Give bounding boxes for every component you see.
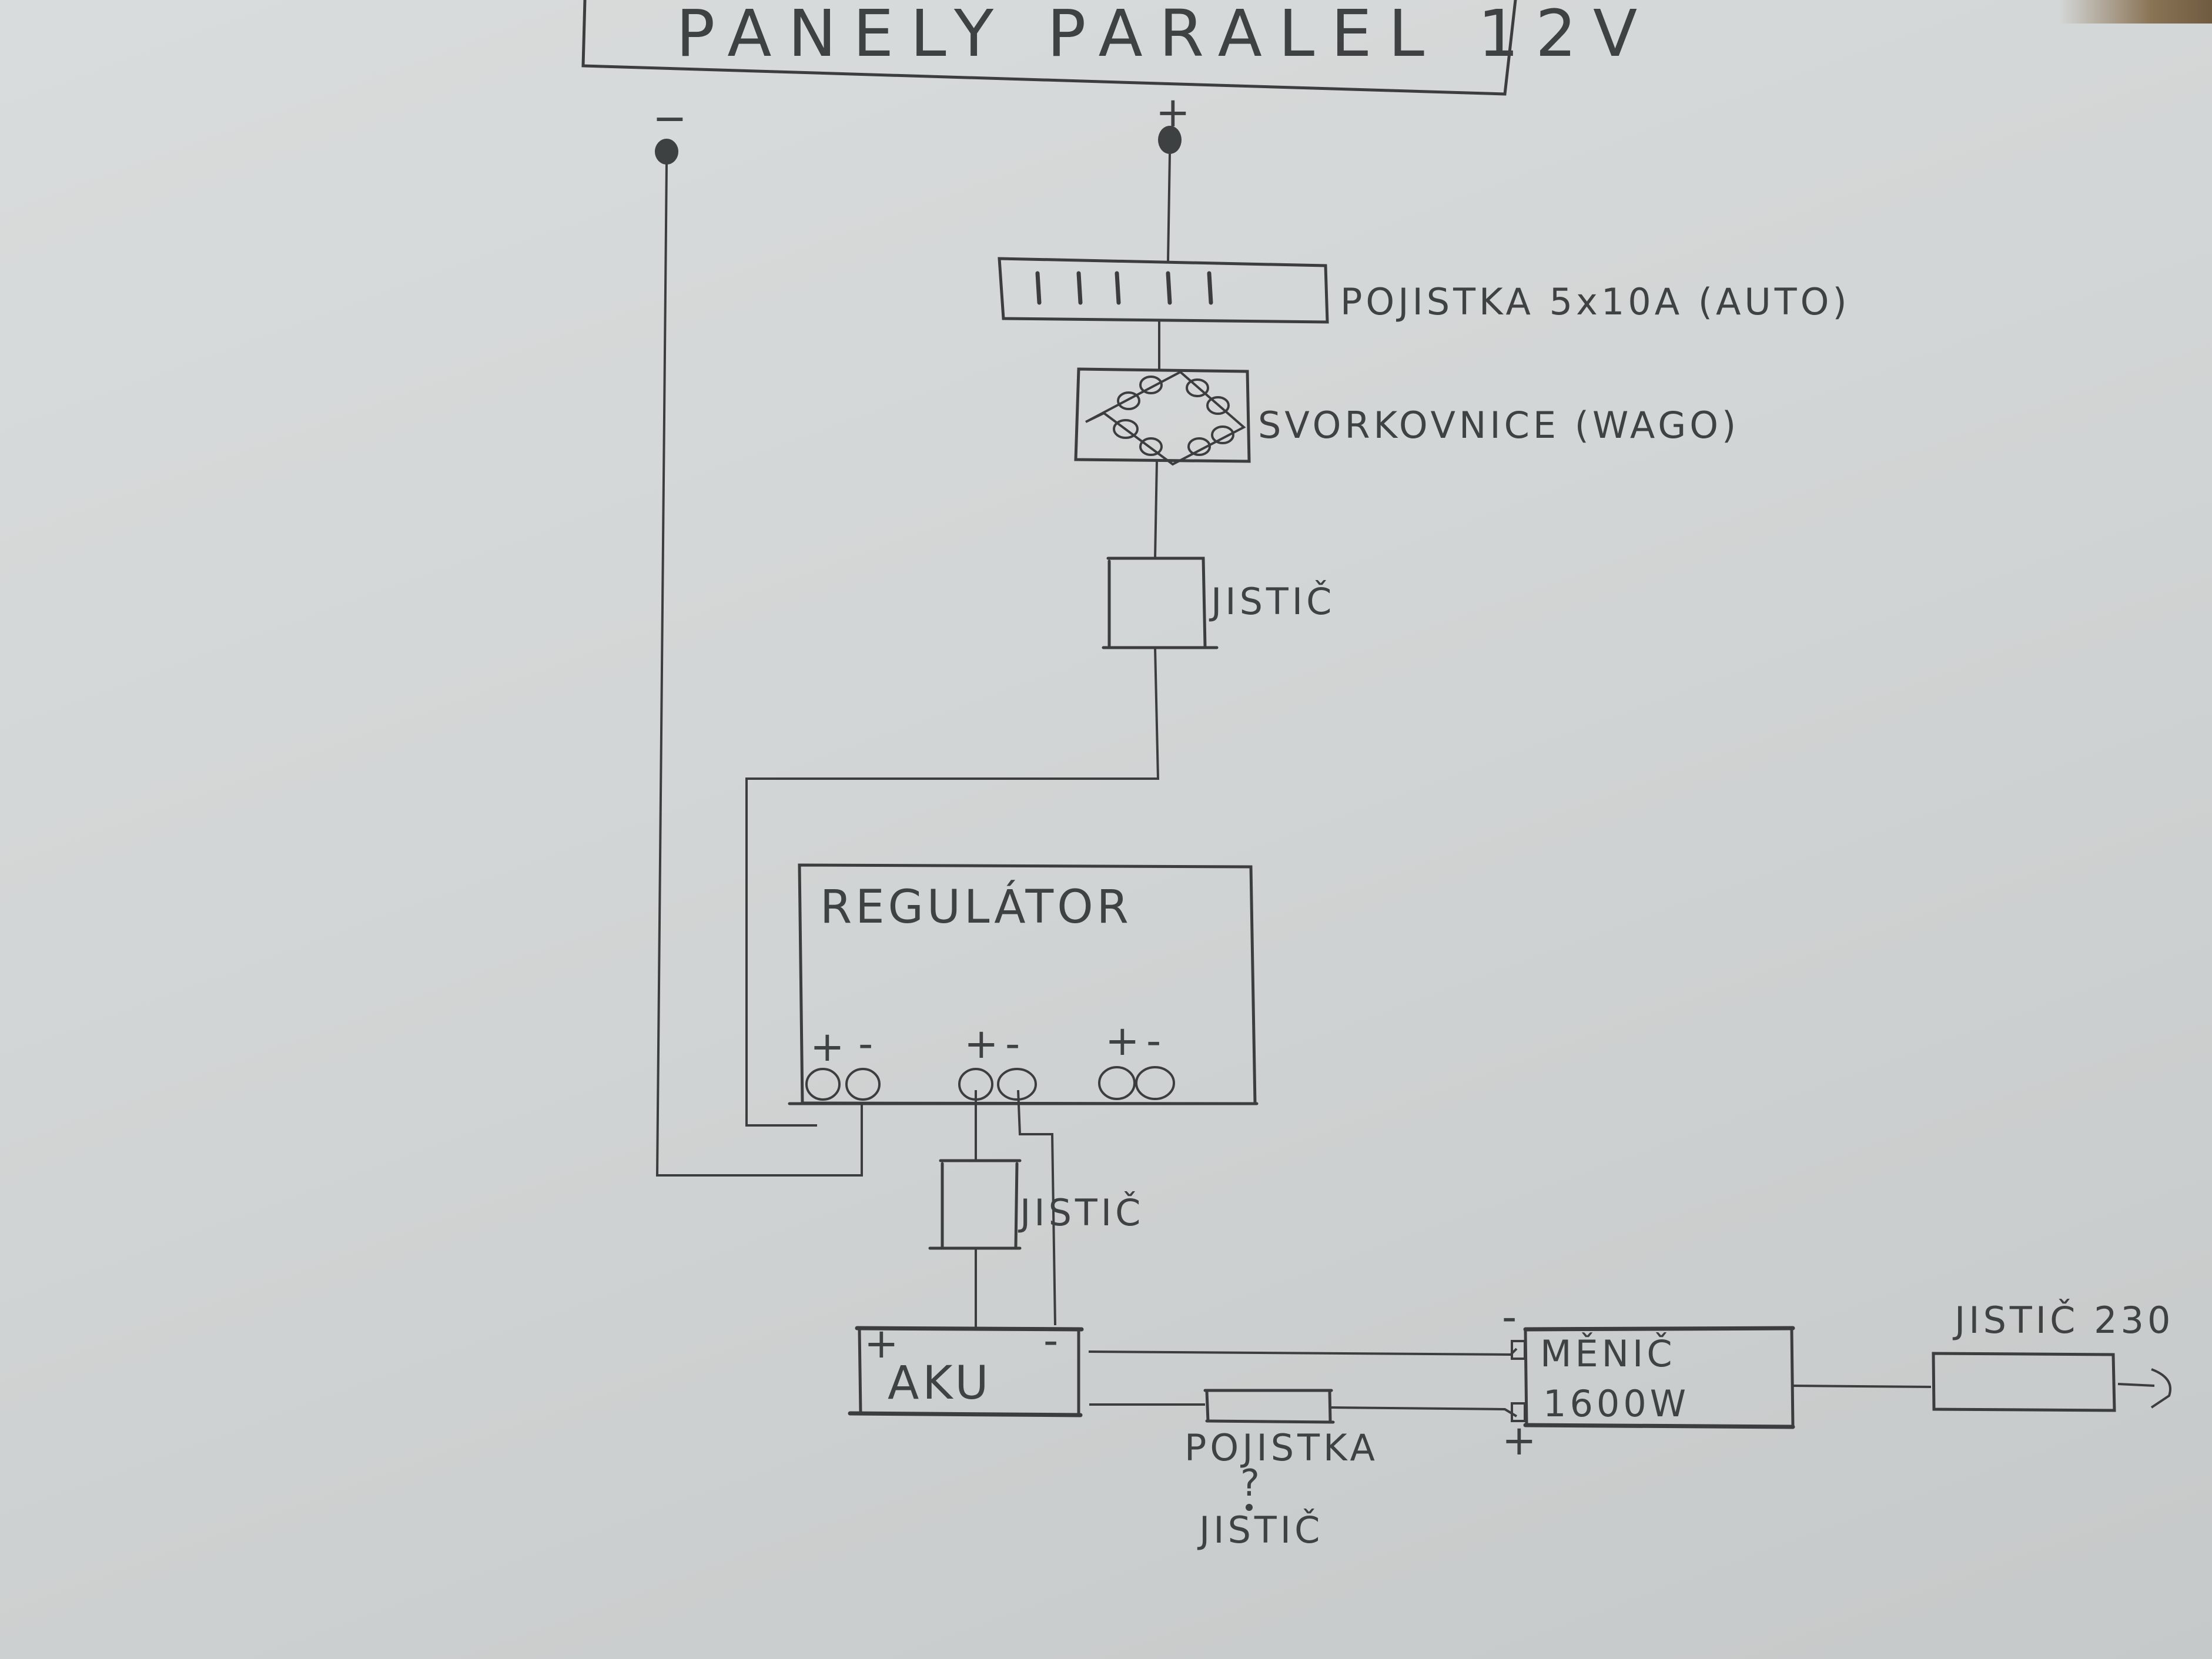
pv-minus-sign: - <box>858 1020 876 1068</box>
negative-sign: − <box>652 94 691 142</box>
inverter-feed: POJISTKA ? JISTIČ <box>1088 1348 1518 1551</box>
positive-wire-to-fuses <box>1167 153 1171 262</box>
breaker-mid: JISTIČ <box>928 1159 1144 1327</box>
wire-fuse-to-inverter-plus <box>1331 1406 1518 1417</box>
output-arrow-icon <box>2150 1368 2171 1409</box>
fuse-strip: POJISTKA 5x10A (AUTO) <box>998 257 1850 369</box>
negative-terminal-dot <box>655 139 678 165</box>
inverter-label: MĚNIČ <box>1540 1332 1676 1375</box>
wire-block-to-breaker <box>1154 461 1158 559</box>
fuse-or-breaker-line1: POJISTKA <box>1184 1426 1378 1469</box>
panel-positive: + <box>1156 88 1190 262</box>
wire-inverter-to-ac-breaker <box>1792 1385 1932 1388</box>
inverter-plus-sign: + <box>1502 1416 1540 1464</box>
fuse-bar <box>1166 271 1172 305</box>
load-minus-terminal <box>1135 1066 1175 1100</box>
load-plus-terminal <box>1098 1066 1136 1100</box>
battery: + - AKU <box>848 1316 1084 1417</box>
breaker-top: JISTIČ <box>745 557 1335 1127</box>
battery-plus-sign: + <box>864 1319 902 1368</box>
battery-label: AKU <box>888 1357 992 1410</box>
terminal-block: SVORKOVNICE (WAGO) <box>1074 367 1739 559</box>
breaker-ac-box <box>1932 1352 2116 1412</box>
fuse-or-breaker-line2: ? <box>1240 1462 1263 1504</box>
bat-minus-sign: - <box>1005 1020 1023 1068</box>
bat-plus-sign: + <box>964 1020 1002 1068</box>
inverter-minus-sign: - <box>1502 1293 1520 1341</box>
load-plus-sign: + <box>1105 1017 1143 1065</box>
terminal-block-clamps <box>1113 376 1234 456</box>
battery-minus-sign: - <box>1043 1316 1062 1365</box>
regulator-label: REGULÁTOR <box>820 880 1132 934</box>
pv-plus-sign: + <box>810 1023 848 1071</box>
battery-box-top <box>855 1326 1084 1332</box>
title-box: PANELY PARALEL 12V <box>581 0 1654 96</box>
battery-wiring <box>975 1090 1056 1326</box>
breaker-ac-label: JISTIČ 230 <box>1952 1299 2174 1342</box>
fuse-bar <box>1115 271 1121 305</box>
fuse-bar <box>1035 271 1042 305</box>
diagram-title: PANELY PARALEL 12V <box>676 0 1654 71</box>
regulator: REGULÁTOR + - + - + - <box>788 863 1259 1105</box>
fuse-box-bottom <box>1205 1419 1335 1424</box>
fuse-bar <box>1207 271 1213 305</box>
fuse-box-left <box>1205 1390 1210 1423</box>
fuse-bar <box>1076 271 1083 305</box>
fuse-strip-box <box>998 257 1329 324</box>
pv-minus-terminal <box>845 1068 881 1101</box>
terminal-block-box <box>1074 367 1251 463</box>
title-frame <box>581 0 1517 96</box>
fuse-or-breaker-dot <box>1246 1504 1253 1511</box>
bat-minus-terminal <box>997 1068 1037 1101</box>
wire-reg-minus-to-battery <box>1017 1090 1056 1326</box>
wire-ac-output <box>2117 1383 2155 1387</box>
regulator-terminals-load: + - <box>1098 1017 1175 1100</box>
breaker-top-label: JISTIČ <box>1209 580 1335 623</box>
terminal-block-bridge <box>1085 370 1246 466</box>
fuse-bars <box>1035 271 1213 305</box>
inverter-power: 1600W <box>1543 1382 1689 1425</box>
wire-battery-minus-to-inverter <box>1088 1348 1518 1356</box>
negative-wire <box>655 163 863 1177</box>
panel-negative: − <box>652 94 863 1177</box>
terminal-block-label: SVORKOVNICE (WAGO) <box>1258 404 1739 447</box>
inverter: - + MĚNIČ 1600W <box>1502 1293 1932 1464</box>
breaker-ac: JISTIČ 230 <box>1932 1299 2174 1412</box>
inverter-box-right <box>1790 1328 1795 1429</box>
regulator-terminals-pv: + - <box>805 1020 881 1101</box>
regulator-terminals-battery: + - <box>958 1020 1037 1101</box>
inverter-box-bottom <box>1523 1423 1795 1429</box>
breaker-mid-label: JISTIČ <box>1018 1191 1144 1234</box>
breaker-mid-right <box>1014 1162 1019 1249</box>
pv-plus-terminal <box>805 1068 841 1101</box>
battery-box-bottom <box>848 1411 1083 1417</box>
battery-box-left <box>858 1328 862 1413</box>
positive-terminal-dot <box>1158 126 1182 154</box>
inverter-minus-terminal <box>1511 1340 1526 1360</box>
fuse-strip-label: POJISTKA 5x10A (AUTO) <box>1340 280 1850 323</box>
breaker-top-box-top <box>1106 557 1207 648</box>
inverter-box-top <box>1523 1326 1795 1332</box>
paper-edge <box>2059 0 2212 24</box>
load-minus-sign: - <box>1146 1017 1164 1065</box>
inverter-plus-terminal <box>1511 1402 1526 1422</box>
wire-breaker-to-regulator-pv-plus <box>745 647 1160 1127</box>
fuse-or-breaker-line3: JISTIČ <box>1197 1509 1323 1551</box>
